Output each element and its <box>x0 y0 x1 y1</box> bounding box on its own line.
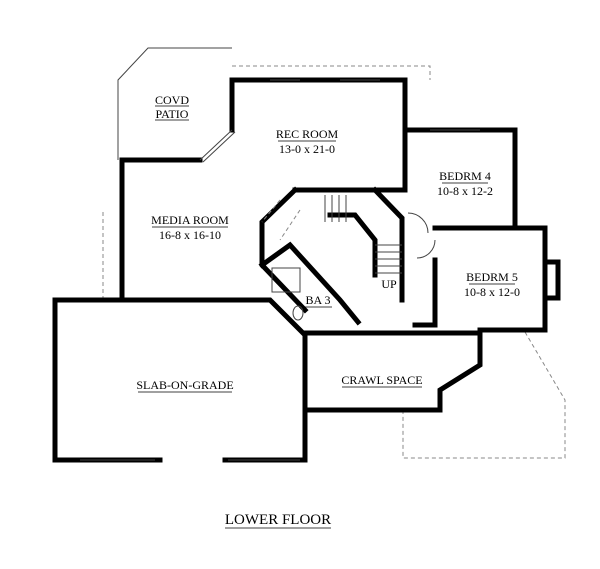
toilet <box>292 305 304 321</box>
room-slab-on-grade: SLAB-ON-GRADE <box>136 378 234 393</box>
room-name: SLAB-ON-GRADE <box>136 378 233 392</box>
doors <box>271 212 436 321</box>
room-dims: 10-8 x 12-0 <box>464 285 520 299</box>
room-name: BA 3 <box>305 293 330 307</box>
room-ba-3: BA 3 <box>304 293 332 308</box>
dashed-outlines <box>102 65 566 459</box>
room-dims: 16-8 x 16-10 <box>159 228 221 242</box>
room-name: REC ROOM <box>276 127 339 141</box>
windows <box>80 79 480 461</box>
room-covd-patio: COVD PATIO <box>155 93 189 121</box>
room-dims: 13-0 x 21-0 <box>279 142 335 156</box>
room-bedrm-4: BEDRM 4 10-8 x 12-2 <box>437 169 493 198</box>
room-crawl-space: CRAWL SPACE <box>341 373 423 388</box>
room-name: BEDRM 4 <box>439 169 491 183</box>
patio-outline <box>117 47 232 160</box>
room-name: PATIO <box>156 107 189 121</box>
room-bedrm-5: BEDRM 5 10-8 x 12-0 <box>464 270 520 299</box>
plan-title-text: LOWER FLOOR <box>225 512 331 528</box>
room-name: BEDRM 5 <box>466 270 518 284</box>
room-name: MEDIA ROOM <box>151 213 229 227</box>
stair-up-label: UP <box>381 277 397 291</box>
room-media-room: MEDIA ROOM 16-8 x 16-10 <box>151 213 229 242</box>
room-rec-room: REC ROOM 13-0 x 21-0 <box>276 127 339 156</box>
room-name: CRAWL SPACE <box>341 373 422 387</box>
room-name: COVD <box>155 93 189 107</box>
room-dims: 10-8 x 12-2 <box>437 184 493 198</box>
bathtub <box>271 267 301 293</box>
plan-title: LOWER FLOOR <box>225 512 331 529</box>
stairs <box>261 195 402 274</box>
